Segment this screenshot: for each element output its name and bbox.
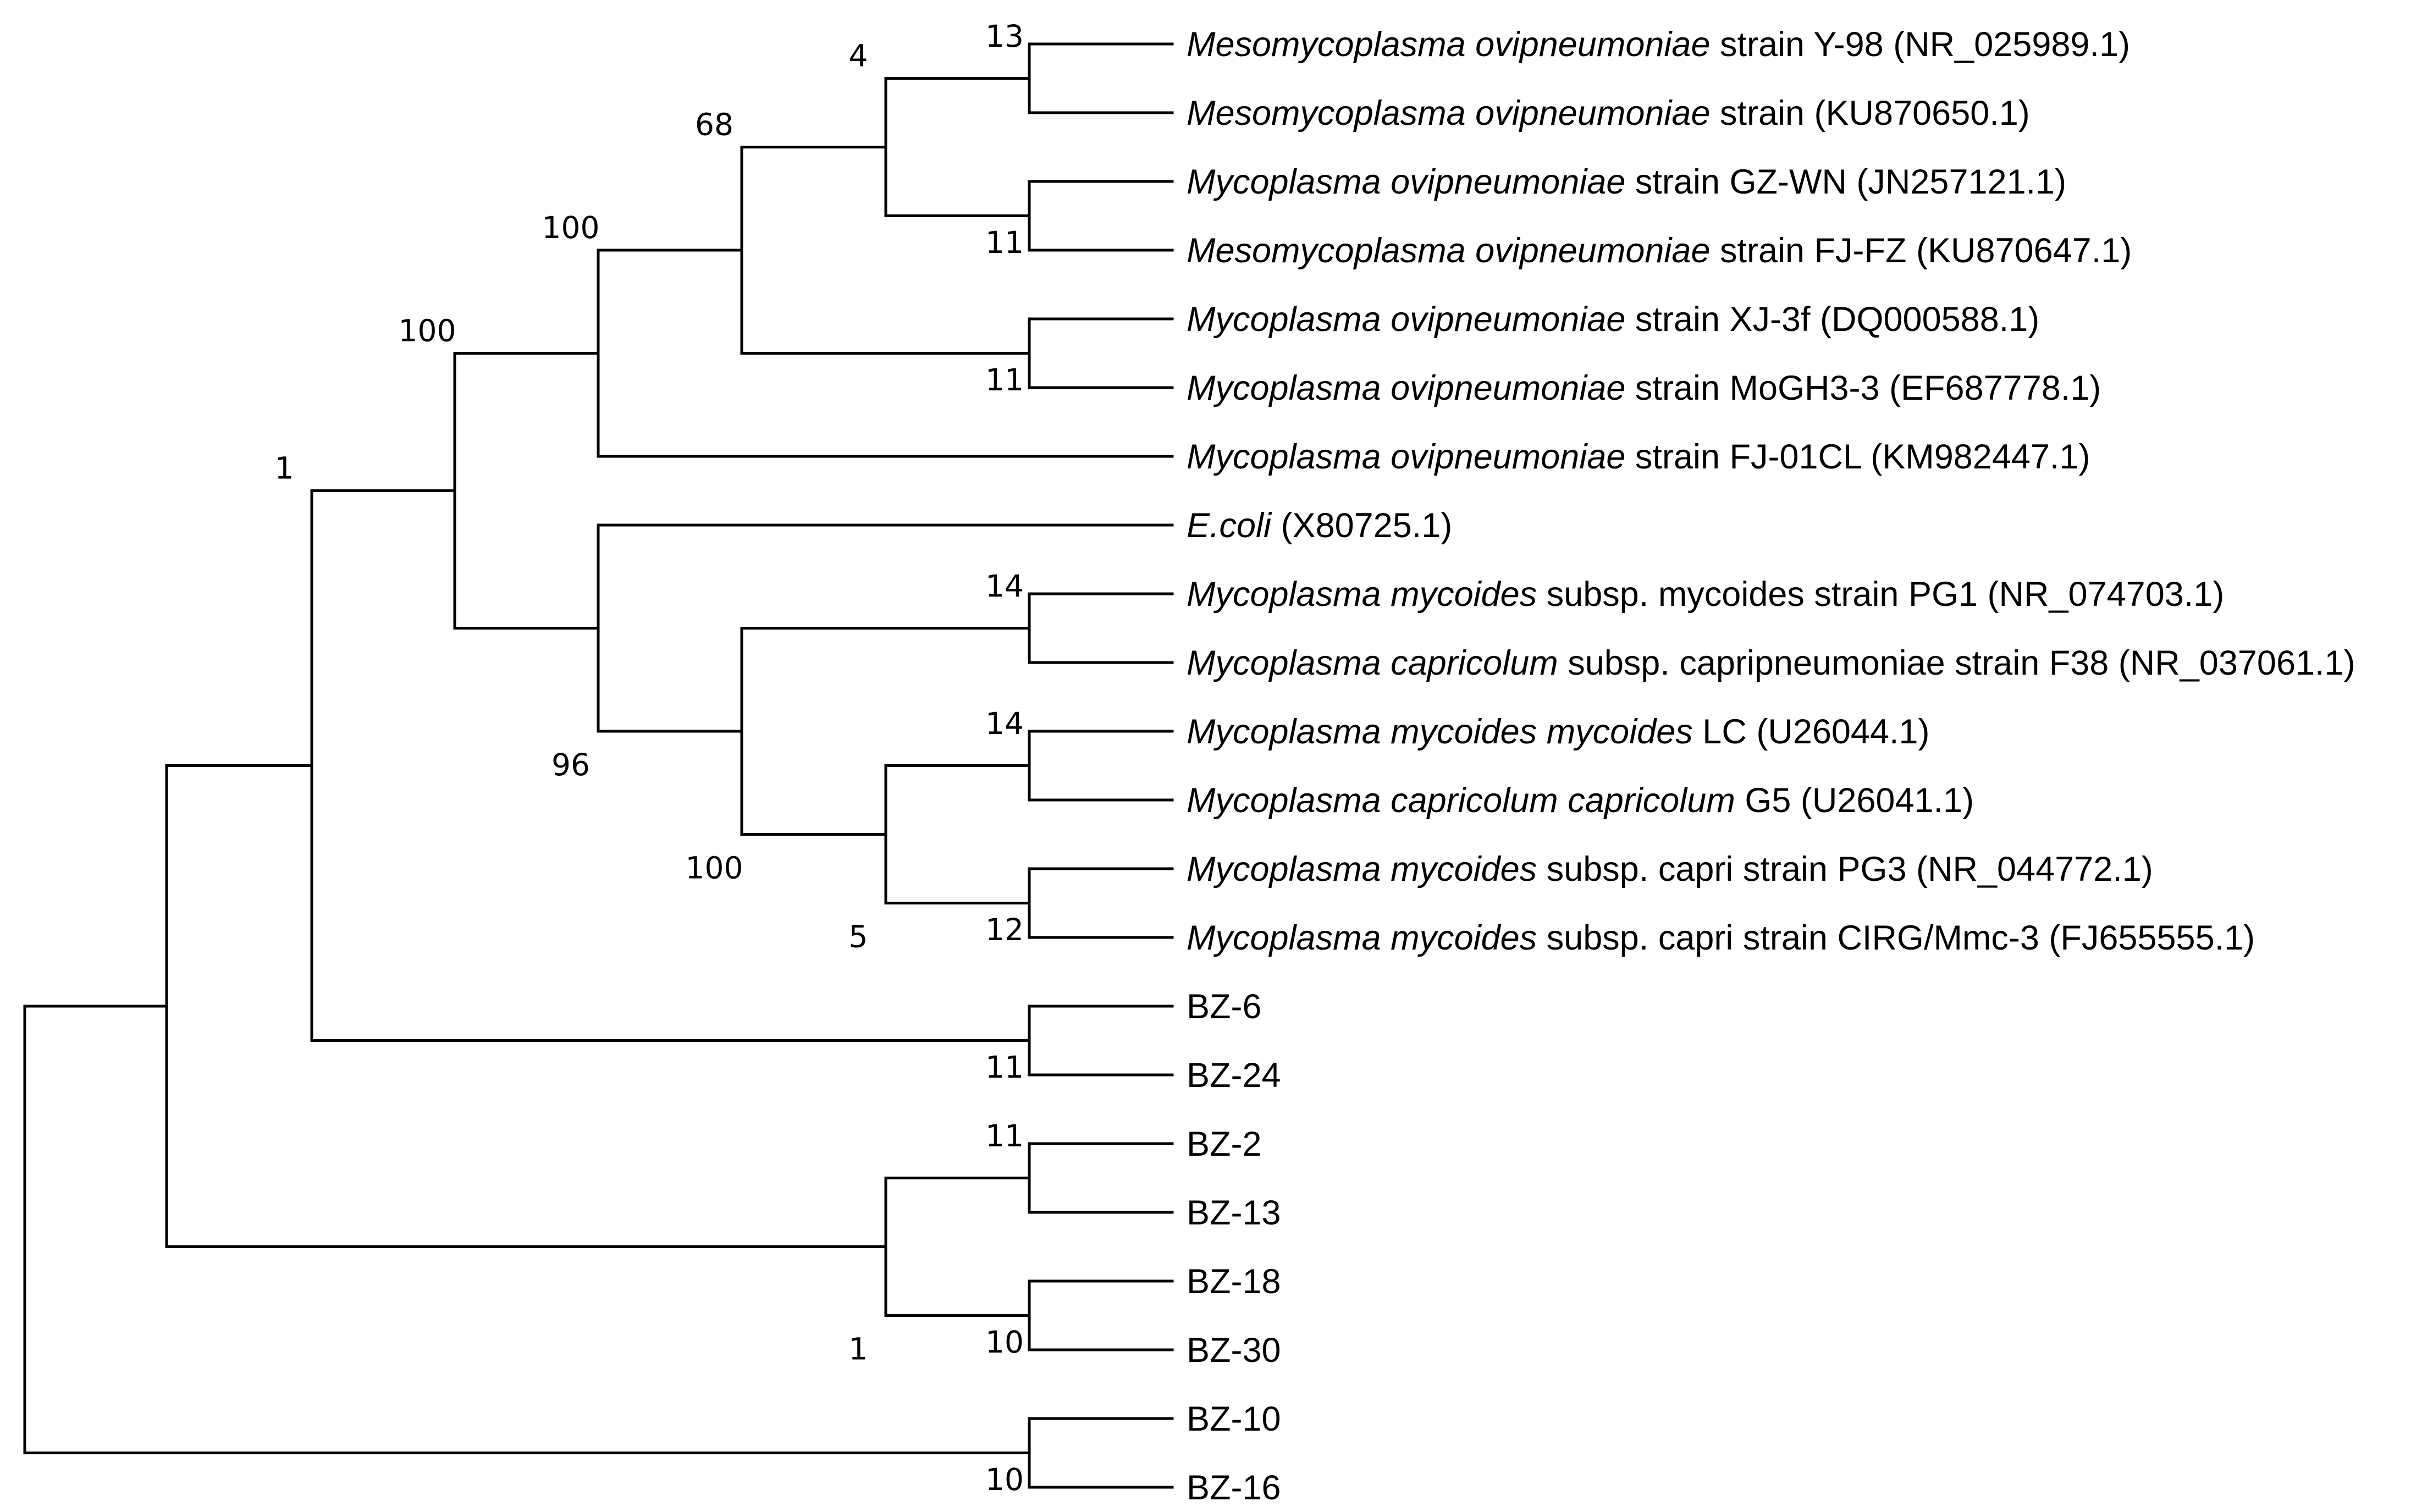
support-value: 4 bbox=[849, 38, 868, 74]
taxon-species-name: Mycoplasma ovipneumoniae bbox=[1187, 163, 1625, 201]
tree-branches bbox=[23, 42, 1174, 1489]
taxon-label: BZ-13 bbox=[1187, 1194, 1281, 1232]
taxon-label: BZ-16 bbox=[1187, 1469, 1281, 1507]
taxon-label: BZ-10 bbox=[1187, 1400, 1281, 1438]
taxon-label: Mycoplasma ovipneumoniae strain XJ-3f (D… bbox=[1187, 300, 2039, 339]
taxon-label: Mesomycoplasma ovipneumoniae strain Y-98… bbox=[1187, 25, 2130, 64]
taxon-strain-accession: (X80725.1) bbox=[1271, 506, 1452, 545]
taxon-label: Mycoplasma mycoides subsp. capri strain … bbox=[1187, 919, 2255, 957]
taxon-strain-accession: strain FJ-FZ (KU870647.1) bbox=[1710, 231, 2132, 270]
taxon-strain-accession: LC (U26044.1) bbox=[1693, 713, 1930, 751]
support-value: 11 bbox=[985, 225, 1024, 260]
taxon-label: Mycoplasma capricolum capricolum G5 (U26… bbox=[1187, 781, 1974, 820]
taxon-label: BZ-24 bbox=[1187, 1056, 1281, 1095]
support-value: 13 bbox=[985, 19, 1024, 54]
taxon-strain-accession: BZ-18 bbox=[1187, 1262, 1281, 1301]
support-value: 100 bbox=[686, 851, 743, 886]
taxon-species-name: Mesomycoplasma ovipneumoniae bbox=[1187, 94, 1710, 133]
support-value: 10 bbox=[985, 1462, 1024, 1497]
support-value: 100 bbox=[399, 313, 456, 349]
taxon-species-name: Mycoplasma mycoides bbox=[1187, 850, 1537, 889]
taxon-species-name: Mycoplasma mycoides bbox=[1187, 919, 1537, 957]
taxon-strain-accession: strain Y-98 (NR_025989.1) bbox=[1710, 25, 2129, 64]
taxon-strain-accession: strain FJ-01CL (KM982447.1) bbox=[1625, 438, 2090, 476]
taxon-label: BZ-2 bbox=[1187, 1125, 1262, 1163]
taxon-species-name: Mycoplasma ovipneumoniae bbox=[1187, 369, 1625, 407]
taxon-label: Mesomycoplasma ovipneumoniae strain FJ-F… bbox=[1187, 231, 2132, 270]
support-value: 11 bbox=[985, 1118, 1024, 1154]
support-value: 11 bbox=[985, 362, 1024, 398]
taxon-strain-accession: BZ-16 bbox=[1187, 1469, 1281, 1507]
support-value: 1 bbox=[849, 1332, 868, 1367]
taxon-strain-accession: subsp. capri strain PG3 (NR_044772.1) bbox=[1537, 850, 2153, 889]
taxon-species-name: Mycoplasma mycoides bbox=[1187, 575, 1537, 614]
taxon-strain-accession: subsp. capripneumoniae strain F38 (NR_03… bbox=[1558, 644, 2355, 682]
taxon-strain-accession: BZ-6 bbox=[1187, 987, 1262, 1026]
taxon-species-name: Mycoplasma mycoides mycoides bbox=[1187, 713, 1693, 751]
taxon-strain-accession: subsp. mycoides strain PG1 (NR_074703.1) bbox=[1537, 575, 2224, 614]
support-value: 68 bbox=[695, 107, 733, 142]
taxon-label: Mycoplasma mycoides subsp. capri strain … bbox=[1187, 850, 2153, 889]
taxon-labels: Mesomycoplasma ovipneumoniae strain Y-98… bbox=[1187, 25, 2355, 1507]
taxon-label: Mycoplasma capricolum subsp. capripneumo… bbox=[1187, 644, 2355, 682]
taxon-species-name: Mesomycoplasma ovipneumoniae bbox=[1187, 231, 1710, 270]
taxon-label: Mycoplasma mycoides mycoides LC (U26044.… bbox=[1187, 713, 1930, 751]
support-value: 5 bbox=[849, 919, 868, 954]
support-value: 11 bbox=[985, 1050, 1024, 1085]
taxon-strain-accession: strain GZ-WN (JN257121.1) bbox=[1625, 163, 2066, 201]
taxon-species-name: Mycoplasma ovipneumoniae bbox=[1187, 300, 1625, 339]
taxon-label: Mycoplasma ovipneumoniae strain FJ-01CL … bbox=[1187, 438, 2090, 476]
taxon-strain-accession: BZ-13 bbox=[1187, 1194, 1281, 1232]
taxon-label: Mesomycoplasma ovipneumoniae strain (KU8… bbox=[1187, 94, 2030, 133]
support-value: 96 bbox=[551, 747, 590, 782]
taxon-label: E.coli (X80725.1) bbox=[1187, 506, 1452, 545]
taxon-strain-accession: BZ-30 bbox=[1187, 1331, 1281, 1370]
taxon-species-name: Mycoplasma capricolum capricolum bbox=[1187, 781, 1735, 820]
taxon-species-name: Mycoplasma capricolum bbox=[1187, 644, 1558, 682]
taxon-label: Mycoplasma ovipneumoniae strain GZ-WN (J… bbox=[1187, 163, 2066, 201]
taxon-label: BZ-30 bbox=[1187, 1331, 1281, 1370]
support-value: 14 bbox=[985, 569, 1024, 604]
support-value: 14 bbox=[985, 706, 1024, 741]
support-value: 100 bbox=[542, 210, 600, 245]
support-value: 10 bbox=[985, 1325, 1024, 1360]
taxon-label: Mycoplasma mycoides subsp. mycoides stra… bbox=[1187, 575, 2224, 614]
taxon-label: BZ-18 bbox=[1187, 1262, 1281, 1301]
taxon-strain-accession: subsp. capri strain CIRG/Mmc-3 (FJ655555… bbox=[1537, 919, 2255, 957]
taxon-species-name: E.coli bbox=[1187, 506, 1272, 545]
taxon-label: Mycoplasma ovipneumoniae strain MoGH3-3 … bbox=[1187, 369, 2101, 407]
taxon-strain-accession: strain MoGH3-3 (EF687778.1) bbox=[1625, 369, 2101, 407]
support-value: 12 bbox=[985, 912, 1024, 947]
support-value: 1 bbox=[275, 451, 294, 486]
taxon-strain-accession: G5 (U26041.1) bbox=[1735, 781, 1974, 820]
taxon-species-name: Mycoplasma ovipneumoniae bbox=[1187, 438, 1625, 476]
taxon-species-name: Mesomycoplasma ovipneumoniae bbox=[1187, 25, 1710, 64]
taxon-strain-accession: strain XJ-3f (DQ000588.1) bbox=[1625, 300, 2039, 339]
taxon-strain-accession: BZ-24 bbox=[1187, 1056, 1281, 1095]
taxon-strain-accession: strain (KU870650.1) bbox=[1710, 94, 2029, 133]
taxon-strain-accession: BZ-2 bbox=[1187, 1125, 1262, 1163]
taxon-strain-accession: BZ-10 bbox=[1187, 1400, 1281, 1438]
taxon-label: BZ-6 bbox=[1187, 987, 1262, 1026]
